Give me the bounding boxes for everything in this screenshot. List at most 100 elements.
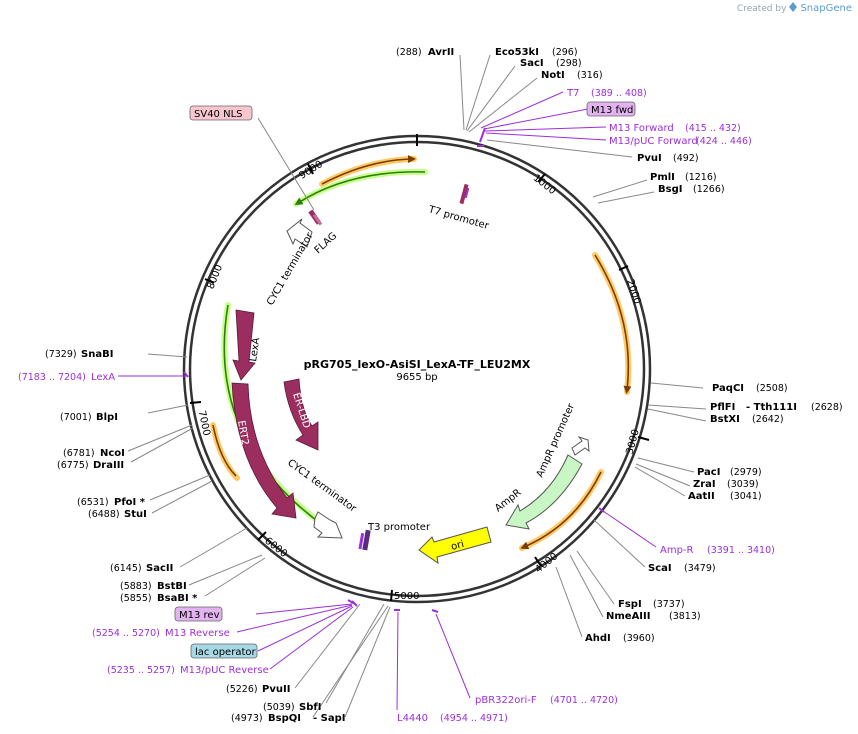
- plasmid-length: 9655 bp: [396, 372, 437, 383]
- primer-name-t7: T7: [566, 88, 579, 99]
- enzyme-pos-pvuii: (5226): [226, 684, 258, 695]
- tick-label-2000: 2000: [624, 278, 642, 306]
- primer-pos-m13-puc-forward: (424 .. 446): [696, 136, 752, 147]
- enzyme-name-avrii: AvrII: [428, 47, 454, 58]
- enzyme-name-paci: PacI: [697, 467, 720, 478]
- nls-feature: [312, 213, 323, 226]
- enzyme-name-sapi: - SapI: [313, 713, 345, 724]
- enzyme-name-paqci: PaqCI: [712, 383, 744, 394]
- enzyme-pos-bspqi: (4973): [231, 713, 263, 724]
- feature-label-cyc1-top: CYC1 terminator: [265, 230, 316, 307]
- enzyme-pos-tth111i: (2628): [811, 402, 843, 413]
- primer-leader-lines: [118, 91, 657, 711]
- lac-operator-label: lac operator: [195, 647, 256, 658]
- t3-promoter-mark: [358, 532, 365, 550]
- enzyme-pos-bsabi: (5855): [120, 593, 152, 604]
- primer-pos-m13-puc-reverse: (5235 .. 5257): [107, 665, 175, 676]
- enzyme-name-tth111i: - Tth111I: [746, 402, 797, 413]
- enzyme-pos-nmeaiii: (3813): [669, 611, 701, 622]
- enzyme-name-eco53ki: Eco53kI: [495, 47, 539, 58]
- tick-label-5000: 5000: [394, 591, 419, 602]
- t7-promoter-feature: [459, 183, 469, 205]
- ampr-promoter-feature: [571, 436, 590, 456]
- enzyme-pos-saci: (298): [556, 58, 582, 69]
- enzyme-name-draiii: DraIII: [93, 460, 124, 471]
- enzyme-pos-bsgi: (1266): [693, 184, 725, 195]
- enzyme-name-noti: NotI: [541, 70, 565, 81]
- enzyme-name-blpi: BlpI: [96, 412, 118, 423]
- enzyme-name-sbfi: SbfI: [299, 702, 321, 713]
- green-arrow-top: [294, 171, 426, 206]
- enzyme-pos-sbfi: (5039): [263, 702, 295, 713]
- credit-brand: SnapGene: [800, 3, 852, 14]
- enzyme-name-nmeaiii: NmeAIII: [606, 611, 650, 622]
- enzyme-pos-paqci: (2508): [756, 383, 788, 394]
- feature-label-ori: ori: [450, 539, 465, 553]
- enzyme-pos-scai: (3479): [684, 563, 716, 574]
- feature-label-flag: FLAG: [313, 231, 340, 257]
- enzyme-pos-aatii: (3041): [730, 491, 762, 502]
- enzyme-name-fspi: FspI: [618, 599, 642, 610]
- primer-pos-lexa: (7183 .. 7204): [18, 372, 86, 383]
- orf-arrow-left-glow: [210, 422, 240, 481]
- enzyme-pos-avrii: (288): [396, 47, 422, 58]
- enzyme-name-pflfi: PflFI: [710, 402, 735, 413]
- tick-label-7000: 7000: [196, 410, 212, 437]
- enzyme-pos-eco53ki: (296): [552, 47, 578, 58]
- tick-marks: [189, 134, 650, 602]
- sv40-nls-box: [189, 105, 253, 121]
- enzyme-pos-snabi: (7329): [45, 349, 77, 360]
- enzyme-name-zrai: ZraI: [693, 479, 716, 490]
- enzyme-leader-lines: [127, 54, 707, 718]
- primer-name-lexa: LexA: [91, 372, 115, 383]
- primer-pos-pbr322ori-f: (4701 .. 4720): [550, 695, 618, 706]
- green-arrow-top-glow: [293, 168, 428, 207]
- ert2-feature: [231, 382, 297, 519]
- m13-fwd-label: M13 fwd: [591, 105, 633, 116]
- cyc1-terminator-bottom: [313, 511, 343, 539]
- primer-name-m13-puc-reverse: M13/pUC Reverse: [180, 665, 269, 676]
- sv40-nls-label: SV40 NLS: [194, 109, 243, 120]
- enzyme-name-pmli: PmlI: [650, 172, 675, 183]
- ampr-feature: [505, 454, 583, 530]
- enzyme-name-scai: ScaI: [648, 563, 672, 574]
- enzyme-pos-pfoi: (6531): [77, 497, 109, 508]
- lac-operator-box: [190, 643, 258, 659]
- enzyme-name-ahdi: AhdI: [585, 633, 611, 644]
- primer-pos-m13-forward: (415 .. 432): [685, 123, 741, 134]
- enzyme-name-sacii: SacII: [146, 563, 173, 574]
- enzyme-name-bspqi: BspQI: [268, 713, 301, 724]
- feature-label-ert2: ERT2: [235, 420, 250, 447]
- enzyme-pos-bstxi: (2642): [752, 414, 784, 425]
- primer-name-amp-r: Amp-R: [660, 545, 694, 556]
- credit-prefix: Created by: [736, 3, 787, 14]
- feature-label-lexa: LexA: [248, 337, 262, 363]
- enzyme-name-pfoi: PfoI *: [114, 497, 146, 508]
- primer-name-m13-reverse: M13 Reverse: [165, 628, 230, 639]
- primer-pos-m13-reverse: (5254 .. 5270): [92, 628, 160, 639]
- primer-name-l4440: L4440: [397, 713, 428, 724]
- feature-label-t7-promoter: T7 promoter: [426, 204, 490, 232]
- enzyme-name-pvui: PvuI: [637, 153, 662, 164]
- enzyme-pos-bstbi: (5883): [120, 581, 152, 592]
- enzyme-pos-sacii: (6145): [110, 563, 142, 574]
- enzyme-pos-ncoi: (6781): [63, 448, 95, 459]
- primer-pos-amp-r: (3391 .. 3410): [707, 545, 775, 556]
- enzyme-name-bsgi: BsgI: [658, 184, 682, 195]
- snapgene-logo-icon: [789, 2, 798, 15]
- t7-promoter-mark: [464, 187, 470, 199]
- enzyme-name-bstxi: BstXI: [710, 414, 740, 425]
- t3-promoter-feature: [362, 529, 371, 551]
- enzyme-name-ncoi: NcoI: [100, 448, 125, 459]
- enzyme-name-aatii: AatII: [688, 491, 715, 502]
- enzyme-name-snabi: SnaBI: [81, 349, 113, 360]
- enzyme-name-bstbi: BstBI: [157, 581, 187, 592]
- feature-label-t3-promoter: T3 promoter: [367, 522, 431, 533]
- enzyme-pos-draiii: (6775): [57, 460, 89, 471]
- orf-arrow-lower-right: [520, 471, 602, 550]
- orf-arrow-left: [212, 424, 237, 477]
- enzyme-name-stui: StuI: [124, 509, 147, 520]
- m13-rev-box: [174, 606, 223, 622]
- primer-pos-l4440: (4954 .. 4971): [440, 713, 508, 724]
- enzyme-name-saci: SacI: [520, 58, 544, 69]
